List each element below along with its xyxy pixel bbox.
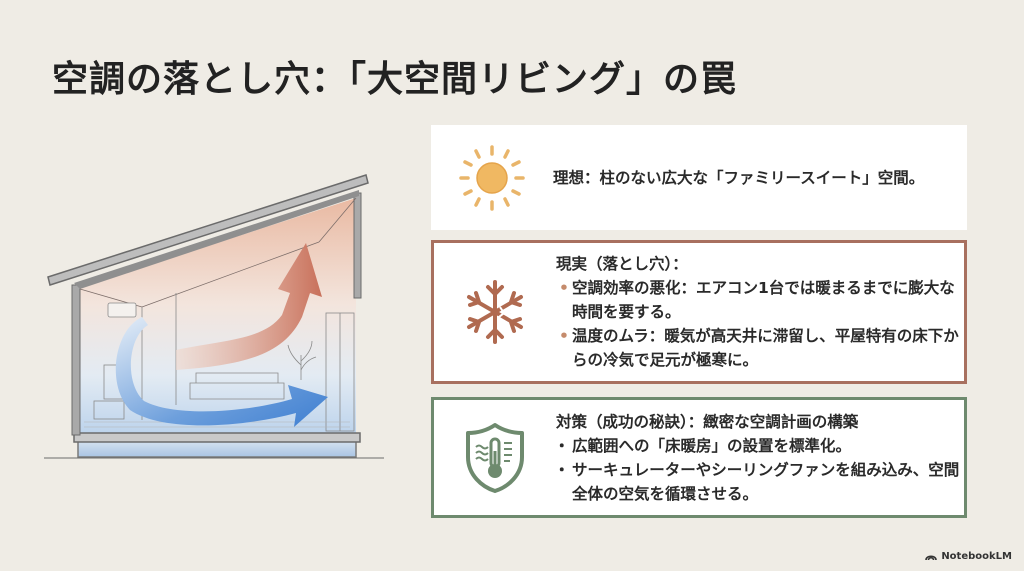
brand-label: NotebookLM <box>941 551 1012 562</box>
solution-bullet: 広範囲への「床暖房」の設置を標準化。 <box>554 434 964 458</box>
shield-thermometer-icon <box>456 419 534 497</box>
sun-icon <box>453 139 531 217</box>
solution-heading: 対策（成功の秘訣）：緻密な空調計画の構築 <box>556 412 859 431</box>
tv-stand-icon <box>93 400 125 420</box>
house-cross-section-illustration <box>44 174 384 459</box>
slide-title: 空調の落とし穴：「大空間リビング」の罠 <box>52 59 738 100</box>
sofa-icon <box>189 372 285 400</box>
ideal-text: 理想：柱のない広大な「ファミリースイート」空間。 <box>553 168 925 187</box>
solution-card: 対策（成功の秘訣）：緻密な空調計画の構築 広範囲への「床暖房」の設置を標準化。 … <box>431 397 967 518</box>
reality-bullet: 温度のムラ：暖気が高天井に滞留し、平屋特有の床下からの冷気で足元が極寒に。 <box>556 324 964 372</box>
cool-air-arrow-icon <box>115 317 328 427</box>
solution-bullet-list: 広範囲への「床暖房」の設置を標準化。 サーキュレーターやシーリングファンを組み込… <box>554 434 964 506</box>
plant-icon <box>287 340 317 380</box>
reality-bullet: 空調効率の悪化：エアコン1台では暖まるまでに膨大な時間を要する。 <box>556 276 964 324</box>
snowflake-icon <box>456 273 534 351</box>
brand-watermark: NotebookLM <box>925 551 1012 562</box>
solution-bullet: サーキュレーターやシーリングファンを組み込み、空間全体の空気を循環させる。 <box>554 458 964 506</box>
reality-card: 現実（落とし穴）： 空調効率の悪化：エアコン1台では暖まるまでに膨大な時間を要す… <box>431 240 967 384</box>
notebooklm-logo-icon <box>925 555 938 561</box>
ideal-card: 理想：柱のない広大な「ファミリースイート」空間。 <box>431 125 967 230</box>
reality-heading: 現実（落とし穴）： <box>556 255 688 273</box>
air-conditioner-icon <box>107 302 137 318</box>
reality-bullet-list: 空調効率の悪化：エアコン1台では暖まるまでに膨大な時間を要する。 温度のムラ：暖… <box>556 276 964 372</box>
warm-air-arrow-icon <box>176 243 322 370</box>
